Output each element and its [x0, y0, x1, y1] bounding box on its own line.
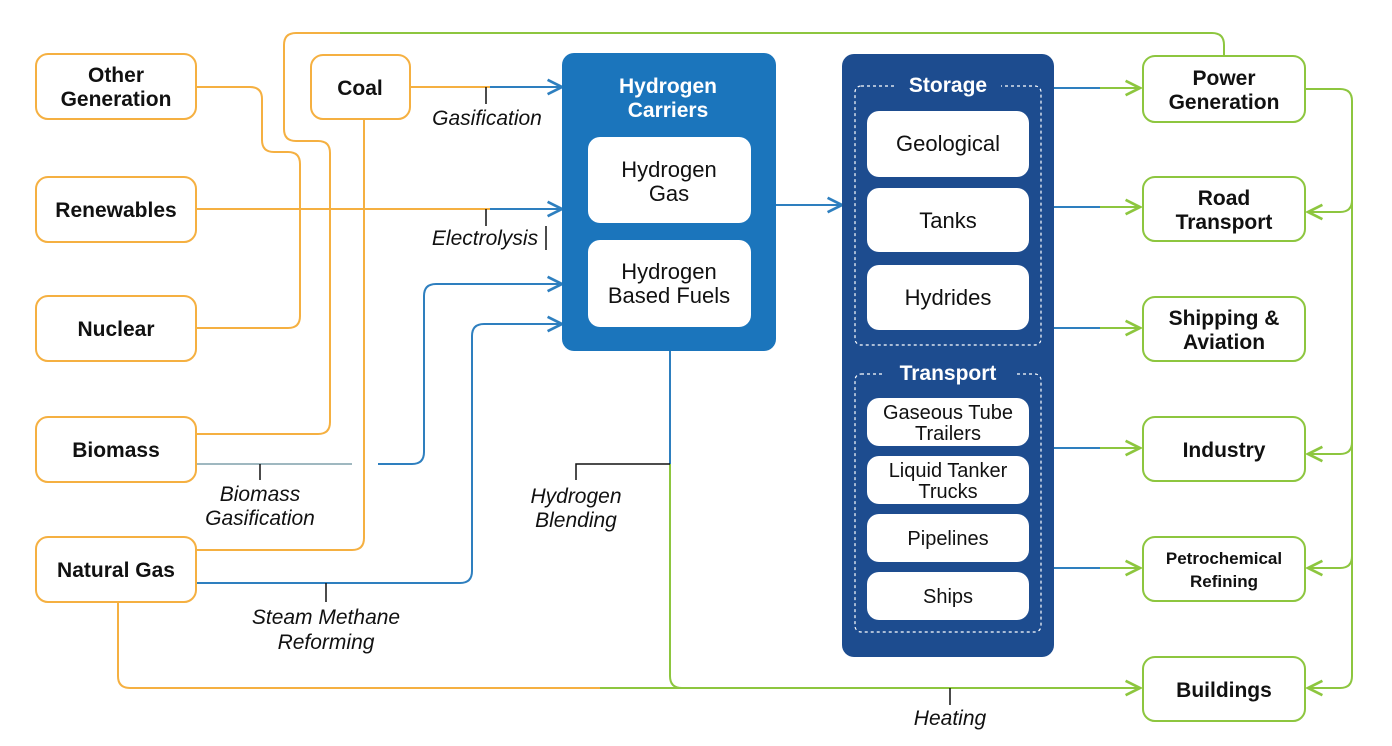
biomass-gasification-label-2: Gasification [205, 507, 315, 530]
other-generation-label-2: Generation [61, 88, 172, 111]
biomass-label: Biomass [72, 439, 160, 462]
blue-connectors [196, 87, 1100, 584]
industry-label: Industry [1183, 439, 1266, 462]
other-generation-line [196, 86, 301, 209]
buildings-label: Buildings [1176, 679, 1272, 702]
smr-label-1: Steam Methane [252, 606, 400, 629]
coal-node: Coal [310, 54, 411, 120]
nuclear-node: Nuclear [35, 295, 197, 362]
renewables-node: Renewables [35, 176, 197, 243]
power-label-2: Generation [1169, 91, 1280, 114]
label-ticks [259, 87, 951, 705]
shipping-label-1: Shipping & [1169, 307, 1280, 330]
tube-trailers-label-2: Trailers [915, 423, 981, 445]
hydrogen-carriers-panel: Hydrogen Carriers Hydrogen Gas Hydrogen … [562, 53, 776, 351]
petro-label-1: Petrochemical [1166, 549, 1282, 568]
transport-title: Transport [900, 362, 997, 385]
natural-gas-orange-line [196, 118, 365, 551]
hydrogen-fuels-label-2: Based Fuels [608, 283, 730, 308]
top-loop-line [340, 32, 1225, 55]
hydrogen-gas-label-2: Gas [649, 181, 689, 206]
nuclear-line [196, 209, 301, 329]
storage-transport-panel: Storage Transport Geological Tanks Hydri… [842, 54, 1054, 657]
power-to-industry-arrow [1308, 441, 1353, 454]
gasification-label: Gasification [432, 107, 542, 130]
orange-connectors [117, 32, 600, 689]
blending-label-2: Blending [535, 509, 617, 532]
end-use-nodes: Power Generation Road Transport Shipping… [1142, 55, 1306, 722]
heating-label: Heating [914, 707, 987, 730]
natural-gas-node: Natural Gas [35, 536, 197, 603]
power-label-1: Power [1192, 67, 1255, 90]
biomass-gasification-arrow [378, 284, 562, 465]
hydrides-label: Hydrides [905, 285, 992, 310]
storage-title: Storage [909, 74, 987, 97]
pipelines-label: Pipelines [907, 528, 988, 550]
electrolysis-label: Electrolysis [432, 227, 539, 250]
hydrogen-fuels-label-1: Hydrogen [621, 259, 716, 284]
hydrogen-gas-label-1: Hydrogen [621, 157, 716, 182]
coal-label: Coal [337, 77, 383, 100]
process-labels: Gasification Electrolysis Biomass Gasifi… [205, 107, 986, 730]
carriers-title-1: Hydrogen [619, 75, 717, 98]
shipping-label-2: Aviation [1183, 331, 1265, 354]
power-to-road-arrow [1308, 199, 1353, 212]
other-generation-label-1: Other [88, 64, 144, 87]
road-label-1: Road [1198, 187, 1251, 210]
geological-label: Geological [896, 131, 1000, 156]
carriers-title-2: Carriers [628, 99, 709, 122]
power-to-petro-arrow [1308, 555, 1353, 568]
smr-arrow [196, 324, 562, 584]
power-to-buildings-arrow [1306, 88, 1353, 688]
natural-gas-label: Natural Gas [57, 559, 175, 582]
renewables-label: Renewables [55, 199, 176, 222]
biomass-node: Biomass [35, 416, 197, 483]
road-label-2: Transport [1176, 211, 1273, 234]
other-generation-node: Other [35, 53, 197, 120]
tanker-trucks-label-2: Trucks [918, 481, 977, 503]
tanks-label: Tanks [919, 208, 976, 233]
biomass-gasification-label-1: Biomass [220, 483, 301, 506]
blending-tick [575, 463, 670, 480]
petro-label-2: Refining [1190, 572, 1258, 591]
natural-gas-heating-line [117, 600, 600, 689]
green-connectors [340, 32, 1353, 688]
smr-label-2: Reforming [278, 631, 375, 654]
tube-trailers-label-1: Gaseous Tube [883, 402, 1013, 424]
source-nodes: Other Renewables Nuclear Biomass Natural… [35, 53, 411, 603]
ships-label: Ships [923, 586, 973, 608]
nuclear-label: Nuclear [77, 318, 154, 341]
biomass-orange-line [196, 32, 340, 435]
connectors [117, 32, 1353, 705]
tanker-trucks-label-1: Liquid Tanker [889, 460, 1008, 482]
blending-label-1: Hydrogen [530, 485, 621, 508]
